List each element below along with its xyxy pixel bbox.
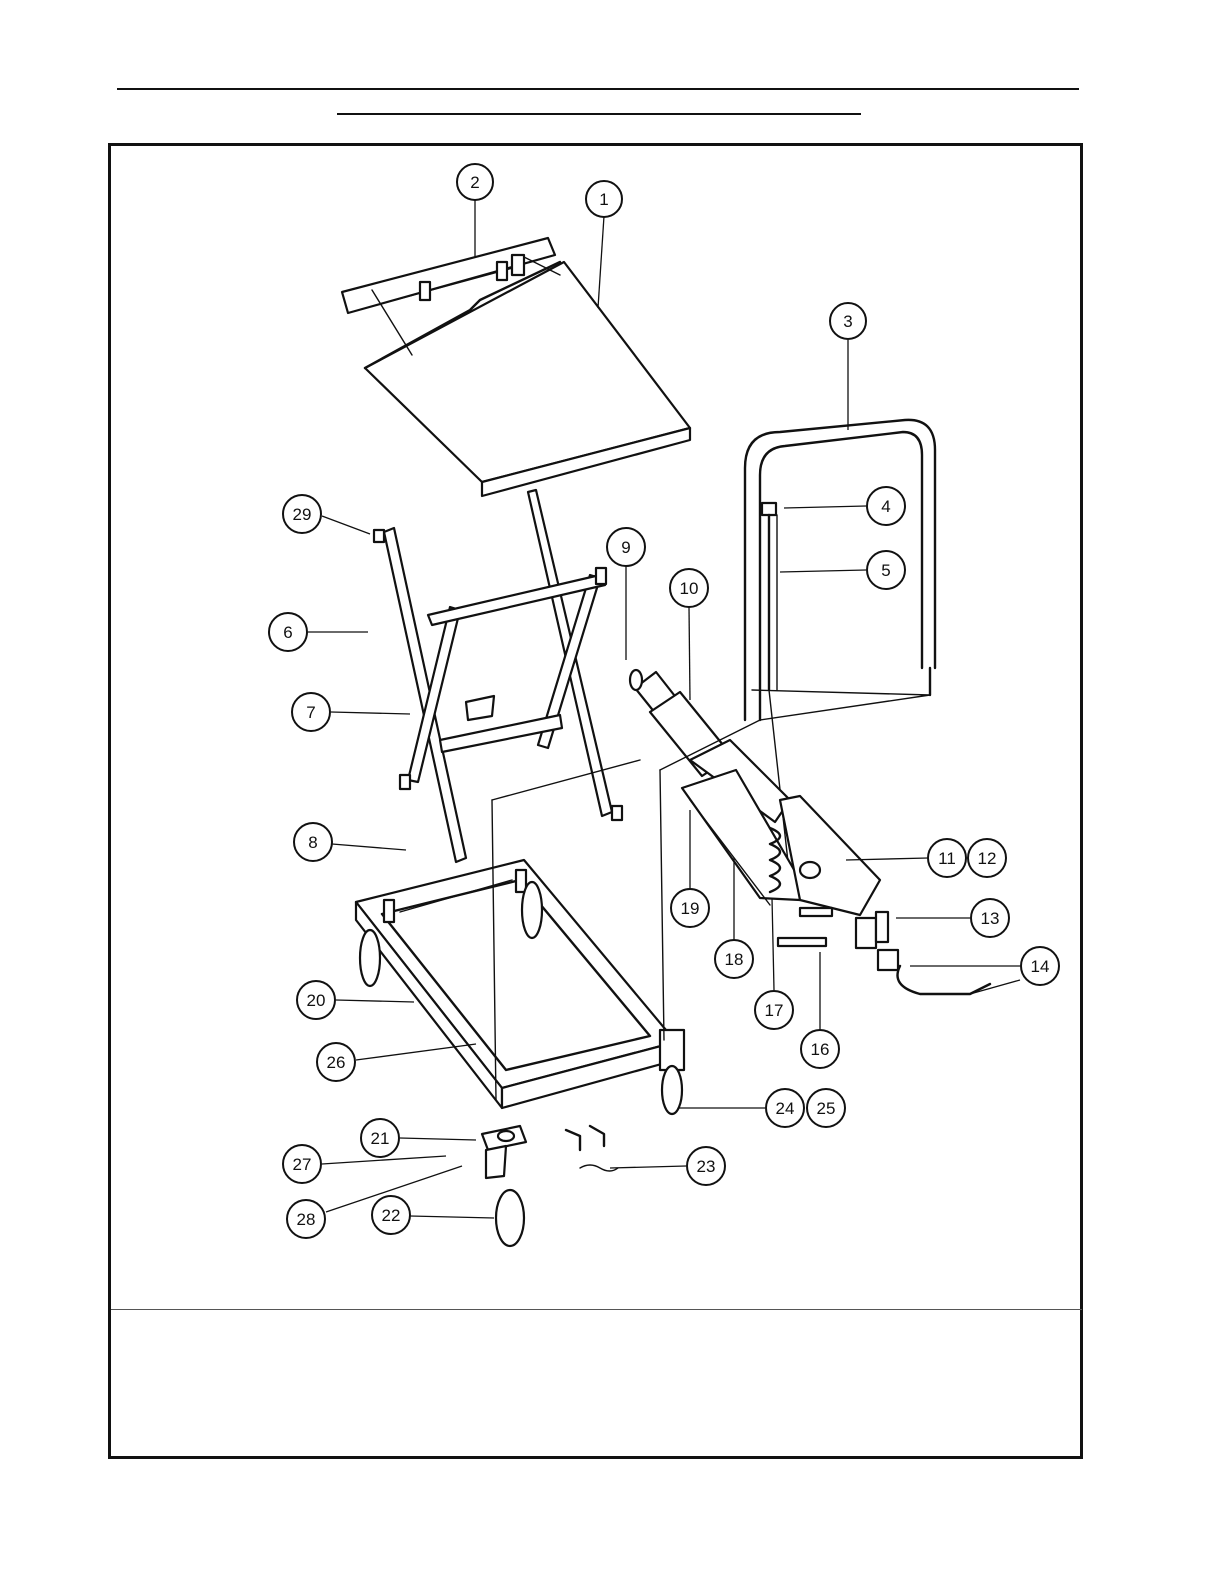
callout-3: 3: [830, 303, 866, 339]
callout-label: 22: [382, 1206, 401, 1225]
callout-label: 29: [293, 505, 312, 524]
callout-label: 10: [680, 579, 699, 598]
callout-26: 26: [317, 1043, 355, 1081]
callout-14: 14: [1021, 947, 1059, 985]
callout-label: 13: [981, 909, 1000, 928]
callout-5: 5: [867, 551, 905, 589]
callout-label: 16: [811, 1040, 830, 1059]
callout-12: 12: [968, 839, 1006, 877]
callout-1: 1: [586, 181, 622, 217]
callout-label: 19: [681, 899, 700, 918]
table-top-part: [342, 238, 690, 496]
callout-17: 17: [755, 991, 793, 1029]
callout-label: 21: [371, 1129, 390, 1148]
callout-23: 23: [687, 1147, 725, 1185]
callout-label: 9: [621, 538, 630, 557]
callout-label: 18: [725, 950, 744, 969]
callout-11: 11: [928, 839, 966, 877]
callout-25: 25: [807, 1089, 845, 1127]
callout-label: 1: [599, 190, 608, 209]
callout-27: 27: [283, 1145, 321, 1183]
callout-label: 26: [327, 1053, 346, 1072]
callout-label: 7: [306, 703, 315, 722]
callout-19: 19: [671, 889, 709, 927]
callout-label: 27: [293, 1155, 312, 1174]
callout-29: 29: [283, 495, 321, 533]
callout-16: 16: [801, 1030, 839, 1068]
caster-assembly-part: [482, 1126, 618, 1246]
callout-label: 24: [776, 1099, 795, 1118]
callout-label: 28: [297, 1210, 316, 1229]
callout-label: 5: [881, 561, 890, 580]
callout-label: 8: [308, 833, 317, 852]
callout-18: 18: [715, 940, 753, 978]
callout-label: 20: [307, 991, 326, 1010]
callout-24: 24: [766, 1089, 804, 1127]
callout-28: 28: [287, 1200, 325, 1238]
callout-7: 7: [292, 693, 330, 731]
scissor-arms-part: [374, 490, 622, 862]
handle-part: [745, 420, 935, 720]
callout-21: 21: [361, 1119, 399, 1157]
callout-label: 11: [938, 849, 956, 868]
callout-label: 6: [283, 623, 292, 642]
callout-22: 22: [372, 1196, 410, 1234]
callout-2: 2: [457, 164, 493, 200]
callout-label: 23: [697, 1157, 716, 1176]
callout-label: 2: [470, 173, 479, 192]
callout-label: 25: [817, 1099, 836, 1118]
callout-20: 20: [297, 981, 335, 1019]
callout-9: 9: [607, 528, 645, 566]
callout-10: 10: [670, 569, 708, 607]
callout-13: 13: [971, 899, 1009, 937]
callout-label: 14: [1031, 957, 1050, 976]
callout-label: 12: [978, 849, 997, 868]
callout-label: 4: [881, 497, 890, 516]
callout-6: 6: [269, 613, 307, 651]
callout-4: 4: [867, 487, 905, 525]
callout-label: 3: [843, 312, 852, 331]
callout-label: 17: [765, 1001, 784, 1020]
callout-8: 8: [294, 823, 332, 861]
